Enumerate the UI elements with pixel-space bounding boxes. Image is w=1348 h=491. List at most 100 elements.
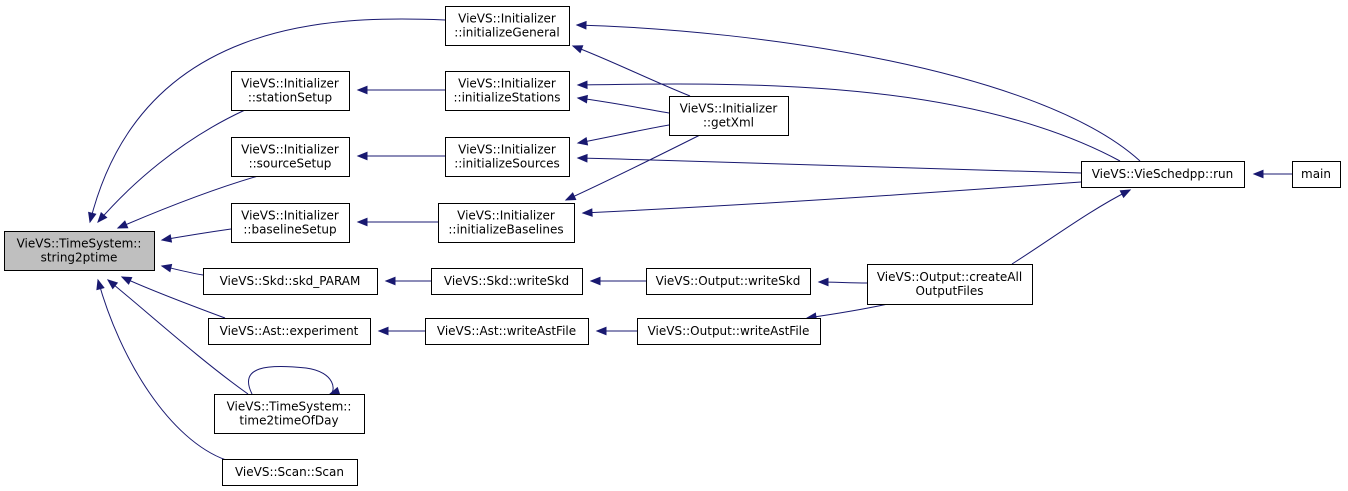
node-sourceSetup[interactable]: VieVS::Initializer::sourceSetup bbox=[231, 137, 350, 177]
node-label: VieVS::Ast::writeAstFile bbox=[437, 324, 576, 338]
node-box bbox=[431, 268, 583, 295]
edge-line bbox=[97, 279, 227, 461]
edge-line bbox=[107, 279, 249, 395]
edge-line bbox=[576, 24, 1141, 162]
node-experiment[interactable]: VieVS::Ast::experiment bbox=[208, 318, 371, 345]
nodes-layer: VieVS::TimeSystem::string2ptime VieVS::In… bbox=[4, 6, 1341, 486]
arrowhead-icon bbox=[571, 45, 584, 54]
edge-outWriteSkd-to-skdWriteSkd bbox=[589, 276, 646, 286]
edge-line bbox=[577, 97, 670, 114]
edge-line bbox=[121, 276, 226, 319]
node-label: VieVS::Initializer bbox=[457, 209, 555, 223]
edge-initializeStations-to-stationSetup bbox=[356, 85, 445, 95]
node-label: ::initializeBaselines bbox=[448, 223, 563, 237]
node-label: ::sourceSetup bbox=[249, 157, 332, 171]
node-box bbox=[445, 71, 570, 111]
node-scan[interactable]: VieVS::Scan::Scan bbox=[222, 459, 358, 486]
arrowhead-icon bbox=[120, 276, 133, 285]
edge-line bbox=[89, 18, 446, 223]
arrowhead-icon bbox=[576, 80, 588, 90]
node-label: VieVS::TimeSystem:: bbox=[17, 237, 142, 251]
arrowhead-icon bbox=[160, 234, 173, 243]
node-label: ::stationSetup bbox=[248, 91, 332, 105]
arrowhead-icon bbox=[576, 153, 588, 163]
arrowhead-icon bbox=[97, 211, 108, 224]
edge-run-to-initializeBaselines bbox=[581, 181, 1082, 217]
arrowhead-icon bbox=[564, 192, 577, 201]
node-main[interactable]: main bbox=[1292, 161, 1341, 188]
arrowhead-icon bbox=[160, 263, 173, 273]
node-label: VieVS::Scan::Scan bbox=[235, 465, 344, 479]
edge-line bbox=[806, 303, 889, 319]
node-label: ::initializeSources bbox=[454, 157, 560, 171]
edge-main-to-run bbox=[1252, 169, 1292, 179]
edge-getXml-to-initializeSources bbox=[576, 124, 670, 146]
node-stationSetup[interactable]: VieVS::Initializer::stationSetup bbox=[231, 71, 350, 111]
node-astWriteAstFile[interactable]: VieVS::Ast::writeAstFile bbox=[425, 318, 589, 345]
edge-line bbox=[582, 181, 1082, 214]
node-initializeSources[interactable]: VieVS::Initializer::initializeSources bbox=[445, 137, 570, 177]
edge-run-to-initializeStations bbox=[576, 80, 1121, 162]
arrowhead-icon bbox=[356, 85, 368, 95]
node-box bbox=[445, 137, 570, 177]
arrowhead-icon bbox=[595, 326, 607, 336]
arrowhead-icon bbox=[817, 277, 829, 287]
edge-line bbox=[577, 83, 1121, 162]
edge-skd_PARAM-to-string2ptime bbox=[160, 263, 204, 276]
arrowhead-icon bbox=[356, 151, 368, 161]
node-box bbox=[445, 6, 570, 46]
node-label: VieVS::Output::writeAstFile bbox=[648, 324, 810, 338]
node-outWriteSkd[interactable]: VieVS::Output::writeSkd bbox=[646, 268, 811, 295]
node-label: VieVS::Initializer bbox=[458, 77, 556, 91]
node-label: main bbox=[1301, 167, 1331, 181]
node-label: ::getXml bbox=[703, 116, 754, 130]
node-skd_PARAM[interactable]: VieVS::Skd::skd_PARAM bbox=[203, 268, 378, 295]
arrowhead-icon bbox=[106, 279, 119, 290]
edge-initializeBaselines-to-baselineSetup bbox=[356, 217, 438, 227]
node-box bbox=[646, 268, 811, 295]
node-initializeGeneral[interactable]: VieVS::Initializer::initializeGeneral bbox=[445, 6, 570, 46]
edge-getXml-to-initializeBaselines bbox=[564, 134, 701, 201]
arrowhead-icon bbox=[116, 220, 129, 229]
node-box bbox=[231, 71, 350, 111]
node-box bbox=[438, 203, 575, 243]
node-box bbox=[203, 268, 378, 295]
node-time2timeOfDay[interactable]: VieVS::TimeSystem::time2timeOfDay bbox=[214, 394, 365, 434]
node-label: ::initializeGeneral bbox=[454, 26, 559, 40]
node-label: VieVS::Initializer bbox=[241, 77, 339, 91]
edge-getXml-to-initializeGeneral bbox=[571, 45, 691, 97]
node-initializeBaselines[interactable]: VieVS::Initializer::initializeBaselines bbox=[438, 203, 575, 243]
node-box bbox=[637, 318, 821, 345]
edge-sourceSetup-to-string2ptime bbox=[116, 175, 259, 229]
node-box bbox=[214, 394, 365, 434]
node-outWriteAstFile[interactable]: VieVS::Output::writeAstFile bbox=[637, 318, 821, 345]
node-initializeStations[interactable]: VieVS::Initializer::initializeStations bbox=[445, 71, 570, 111]
arrowhead-icon bbox=[589, 276, 601, 286]
node-box bbox=[231, 137, 350, 177]
node-label: VieVS::Output::writeSkd bbox=[656, 274, 801, 288]
edge-run-to-initializeSources bbox=[576, 153, 1082, 174]
edge-line bbox=[577, 124, 670, 144]
node-label: time2timeOfDay bbox=[239, 414, 338, 428]
node-skdWriteSkd[interactable]: VieVS::Skd::writeSkd bbox=[431, 268, 583, 295]
edge-baselineSetup-to-string2ptime bbox=[160, 228, 232, 243]
node-baselineSetup[interactable]: VieVS::Initializer::baselineSetup bbox=[231, 203, 350, 243]
node-box bbox=[867, 264, 1033, 305]
edge-line bbox=[565, 134, 701, 201]
node-box bbox=[208, 318, 371, 345]
node-label: ::baselineSetup bbox=[243, 223, 336, 237]
node-run[interactable]: VieVS::VieSchedpp::run bbox=[1081, 161, 1245, 188]
node-box bbox=[669, 96, 789, 136]
node-label: VieVS::Initializer bbox=[458, 12, 556, 26]
edge-initializeSources-to-sourceSetup bbox=[356, 151, 446, 161]
node-string2ptime: VieVS::TimeSystem::string2ptime bbox=[4, 231, 155, 271]
edge-createAll-to-outWriteAstFile bbox=[805, 303, 889, 321]
node-label: OutputFiles bbox=[915, 284, 983, 298]
node-label: VieVS::VieSchedpp::run bbox=[1092, 167, 1234, 181]
node-box bbox=[231, 203, 350, 243]
node-label: VieVS::Initializer bbox=[458, 143, 556, 157]
node-getXml[interactable]: VieVS::Initializer::getXml bbox=[669, 96, 789, 136]
edge-scan-to-string2ptime bbox=[96, 278, 227, 461]
